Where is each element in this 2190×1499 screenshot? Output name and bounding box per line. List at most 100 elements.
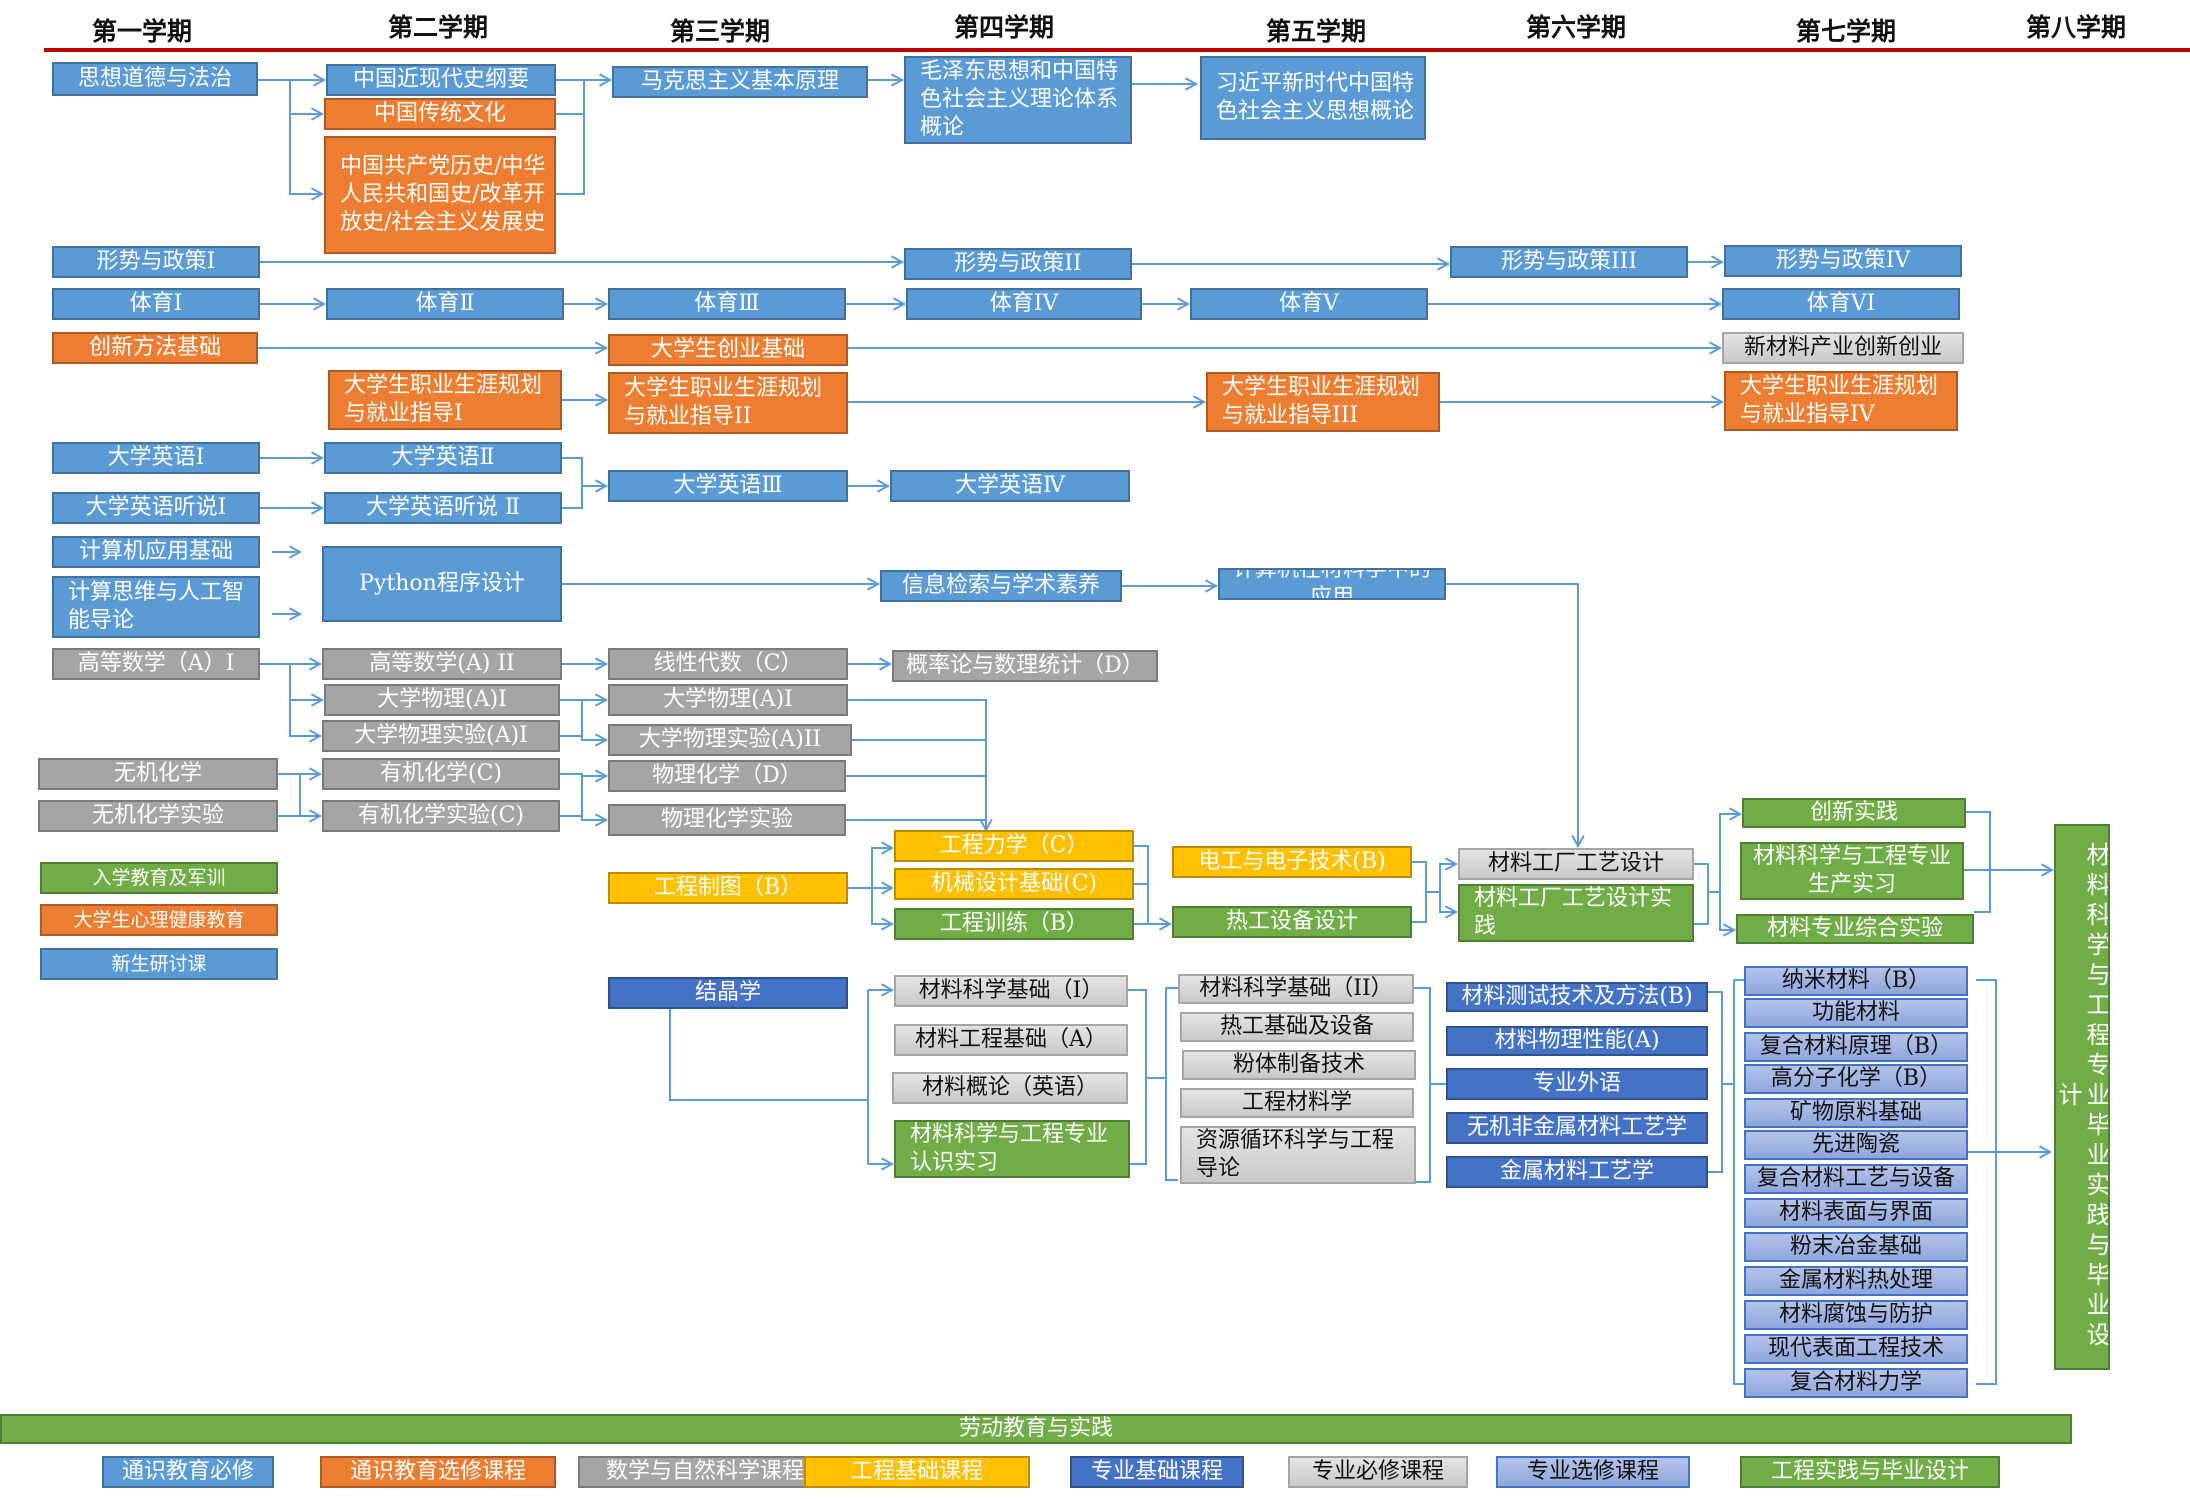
arrow-head-icon [880, 841, 895, 855]
arrow-head-icon [1708, 341, 1723, 355]
course-scsx: 材料科学与工程专业生产实习 [1740, 842, 1964, 900]
legend-item: 通识教育选修课程 [320, 1456, 556, 1488]
arrow-head-icon [288, 607, 303, 621]
connector-line [556, 79, 585, 195]
course-jssw: 计算思维与人工智能导论 [52, 576, 260, 638]
arrow-head-icon [1708, 297, 1723, 311]
course-wl1: 大学物理(A)Ⅰ [324, 684, 560, 716]
arrow-head-icon [1204, 579, 1219, 593]
arrow-head-icon [310, 501, 325, 515]
arrow-head-icon [312, 73, 327, 87]
course-sxdd: 思想道德与法治 [52, 62, 258, 96]
course-ty6: 体育VI [1722, 288, 1960, 320]
course-xxjs: 信息检索与学术素养 [880, 570, 1122, 602]
course-clgl: 材料概论（英语） [892, 1072, 1128, 1104]
arrow-head-icon [892, 297, 907, 311]
connector-line [289, 80, 322, 115]
arrow-head-icon [878, 657, 893, 671]
arrow-head-icon [1728, 807, 1743, 821]
course-xjp: 习近平新时代中国特色社会主义思想概论 [1200, 56, 1426, 140]
course-dxscy: 大学生创业基础 [608, 334, 848, 366]
arrow-head-icon [594, 393, 609, 407]
arrow-head-icon [1436, 257, 1451, 271]
elective-course: 粉末冶金基础 [1744, 1232, 1968, 1262]
course-zgct: 中国传统文化 [324, 98, 556, 130]
course-wjsy: 无机化学实验 [38, 800, 278, 832]
course-ty4: 体育IV [906, 288, 1142, 320]
course-wl2: 大学物理(A)Ⅰ [608, 684, 848, 716]
course-xs3: 形势与政策III [1450, 246, 1688, 278]
arrow-head-icon [1710, 255, 1725, 269]
course-zywy: 专业外语 [1446, 1068, 1708, 1100]
arrow-head-icon [890, 73, 905, 87]
course-kxjc1: 材料科学基础（I） [894, 975, 1128, 1007]
legend-item: 专业必修课程 [1288, 1456, 1468, 1488]
course-ty2: 体育Ⅱ [326, 288, 564, 320]
legend-item: 专业选修课程 [1496, 1456, 1690, 1488]
connector-line [1134, 845, 1149, 925]
legend-item: 通识教育必修 [102, 1456, 274, 1488]
course-gcxl: 工程训练（B） [894, 908, 1134, 940]
course-xs1: 形势与政策Ⅰ [52, 246, 260, 278]
course-yy2: 大学英语Ⅱ [324, 442, 562, 474]
connector-line [289, 114, 322, 195]
arrow-head-icon [594, 733, 609, 747]
course-bysj: 材料科学与工程专业毕业实践与毕业设计 [2054, 824, 2110, 1370]
arrow-head-icon [594, 479, 609, 493]
arrow-head-icon [594, 297, 609, 311]
connector-line [848, 847, 892, 889]
elective-course: 高分子化学（B） [1744, 1064, 1968, 1094]
arrow-head-icon [1444, 905, 1459, 919]
arrow-head-icon [880, 881, 895, 895]
course-yy4: 大学英语Ⅳ [890, 470, 1130, 502]
connector-line [278, 773, 301, 817]
semester-header-4: 第四学期 [953, 13, 1055, 42]
course-rssx: 材料科学与工程专业认识实习 [894, 1120, 1130, 1178]
connector-line [848, 699, 987, 830]
course-zhsy: 材料专业综合实验 [1736, 914, 1974, 944]
course-gcjc: 材料工程基础（A） [894, 1024, 1128, 1056]
connector-line [1128, 989, 1147, 1165]
course-ftzb: 粉体制备技术 [1182, 1050, 1416, 1080]
course-csjs: 材料测试技术及方法(B) [1446, 982, 1708, 1012]
arrow-head-icon [1192, 395, 1207, 409]
semester-header-1: 第一学期 [91, 17, 193, 46]
arrow-head-icon [1176, 297, 1191, 311]
connector-line [1976, 979, 1997, 1385]
arrow-head-icon [1444, 857, 1459, 871]
arrow-head-icon [312, 297, 327, 311]
course-zgcd: 中国共产党历史/中华人民共和国史/改革开放史/社会主义发展史 [324, 136, 556, 254]
course-wlhx: 物理化学（D） [608, 760, 846, 792]
connector-line [289, 664, 322, 701]
arrow-head-icon [1184, 77, 1199, 91]
arrow-head-icon [2040, 863, 2055, 877]
course-wjhx: 无机化学 [38, 758, 278, 790]
course-yjhx: 有机化学(C) [322, 758, 560, 790]
course-gccl: 工程材料学 [1180, 1088, 1414, 1118]
connector-line [1165, 988, 1178, 1181]
course-xs2: 形势与政策II [904, 248, 1132, 280]
course-jxsj: 机械设计基础(C) [894, 868, 1134, 900]
arrow-head-icon [880, 917, 895, 931]
arrow-head-icon [288, 545, 303, 559]
arrow-head-icon [594, 769, 609, 783]
arrow-head-icon [1158, 917, 1173, 931]
connector-line [1708, 813, 1740, 893]
semester-header-6: 第六学期 [1525, 13, 1627, 42]
elective-course: 先进陶瓷 [1744, 1130, 1968, 1160]
arrow-head-icon [866, 577, 881, 591]
connector-line [1966, 811, 1991, 913]
arrow-head-icon [880, 1157, 895, 1171]
course-xxds: 线性代数（C） [608, 648, 848, 680]
connector-line [562, 457, 583, 509]
course-mzd: 毛泽东思想和中国特色社会主义理论体系概论 [904, 56, 1132, 144]
connector-line [560, 773, 583, 817]
course-yy3: 大学英语Ⅲ [608, 470, 848, 502]
course-dgdz: 电工与电子技术(B) [1172, 846, 1412, 878]
connector-line [1708, 991, 1723, 1173]
course-zy2: 大学生职业生涯规划与就业指导II [608, 372, 848, 434]
arrow-head-icon [1710, 395, 1725, 409]
arrow-head-icon [880, 983, 895, 997]
course-ts2: 大学英语听说 Ⅱ [324, 492, 562, 524]
